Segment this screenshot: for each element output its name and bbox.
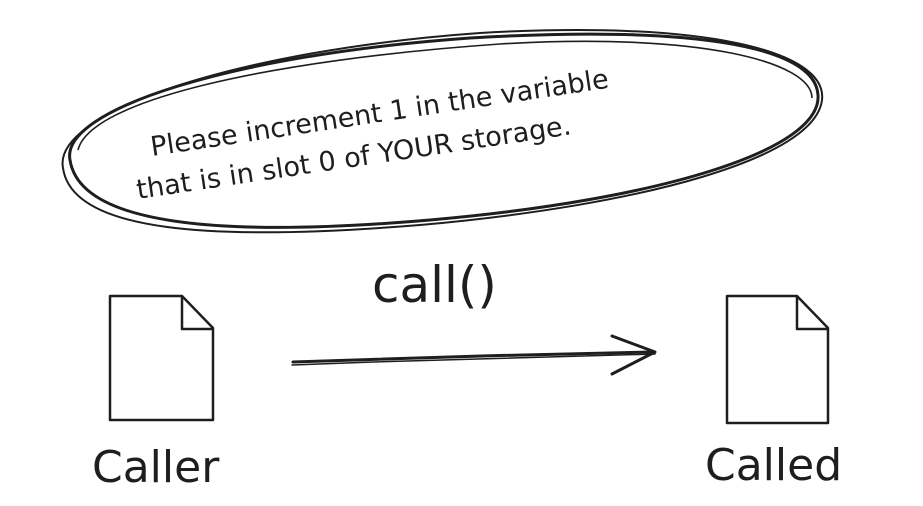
speech-bubble-outline-2: [61, 28, 824, 234]
caller-document-icon: [108, 294, 215, 422]
arrow-right-icon: [291, 334, 657, 376]
speech-bubble: Please increment 1 in the variable that …: [61, 28, 824, 234]
called-document-icon: [725, 294, 830, 425]
called-label: Called: [705, 440, 842, 491]
caller-label: Caller: [92, 442, 220, 493]
speech-bubble-outline: [68, 32, 820, 229]
call-label: call(): [372, 256, 497, 314]
speech-bubble-outline-3: [77, 40, 813, 151]
